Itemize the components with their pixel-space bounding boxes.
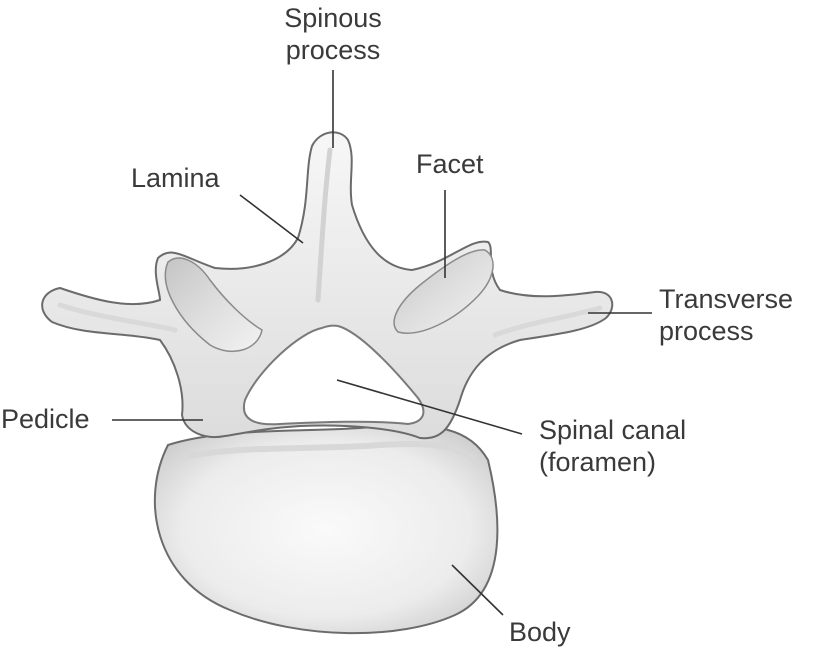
label-lamina: Lamina bbox=[131, 162, 220, 194]
leader-canal bbox=[336, 379, 523, 435]
label-spinous-line2: process bbox=[285, 35, 381, 65]
vertebral-body bbox=[153, 424, 499, 635]
label-facet-text: Facet bbox=[416, 149, 484, 179]
label-spinous-process: Spinous process bbox=[258, 2, 408, 66]
label-transverse-line2: process bbox=[659, 316, 754, 346]
leader-lamina bbox=[239, 194, 304, 244]
label-canal-line1: Spinal canal bbox=[539, 415, 687, 445]
label-body-text: Body bbox=[509, 617, 571, 647]
label-spinous-line1: Spinous bbox=[284, 3, 382, 33]
leader-lines bbox=[112, 70, 652, 616]
spinal-canal-opening bbox=[242, 324, 425, 426]
vertebral-arch bbox=[41, 131, 614, 440]
label-lamina-text: Lamina bbox=[131, 163, 220, 193]
left-transverse-shading bbox=[57, 302, 178, 333]
left-facet bbox=[164, 257, 263, 353]
label-facet: Facet bbox=[416, 148, 484, 180]
body-rim-highlight bbox=[179, 441, 481, 468]
leader-body bbox=[451, 564, 504, 616]
spinous-shading bbox=[315, 147, 333, 303]
label-transverse-line1: Transverse bbox=[659, 284, 794, 314]
right-facet bbox=[393, 249, 494, 334]
label-transverse-process: Transverse process bbox=[659, 283, 793, 347]
label-pedicle-text: Pedicle bbox=[1, 404, 90, 434]
label-spinal-canal: Spinal canal (foramen) bbox=[539, 414, 686, 478]
right-transverse-shading bbox=[492, 305, 603, 338]
label-body: Body bbox=[509, 616, 571, 648]
label-pedicle: Pedicle bbox=[1, 403, 90, 435]
label-canal-line2: (foramen) bbox=[539, 447, 657, 477]
